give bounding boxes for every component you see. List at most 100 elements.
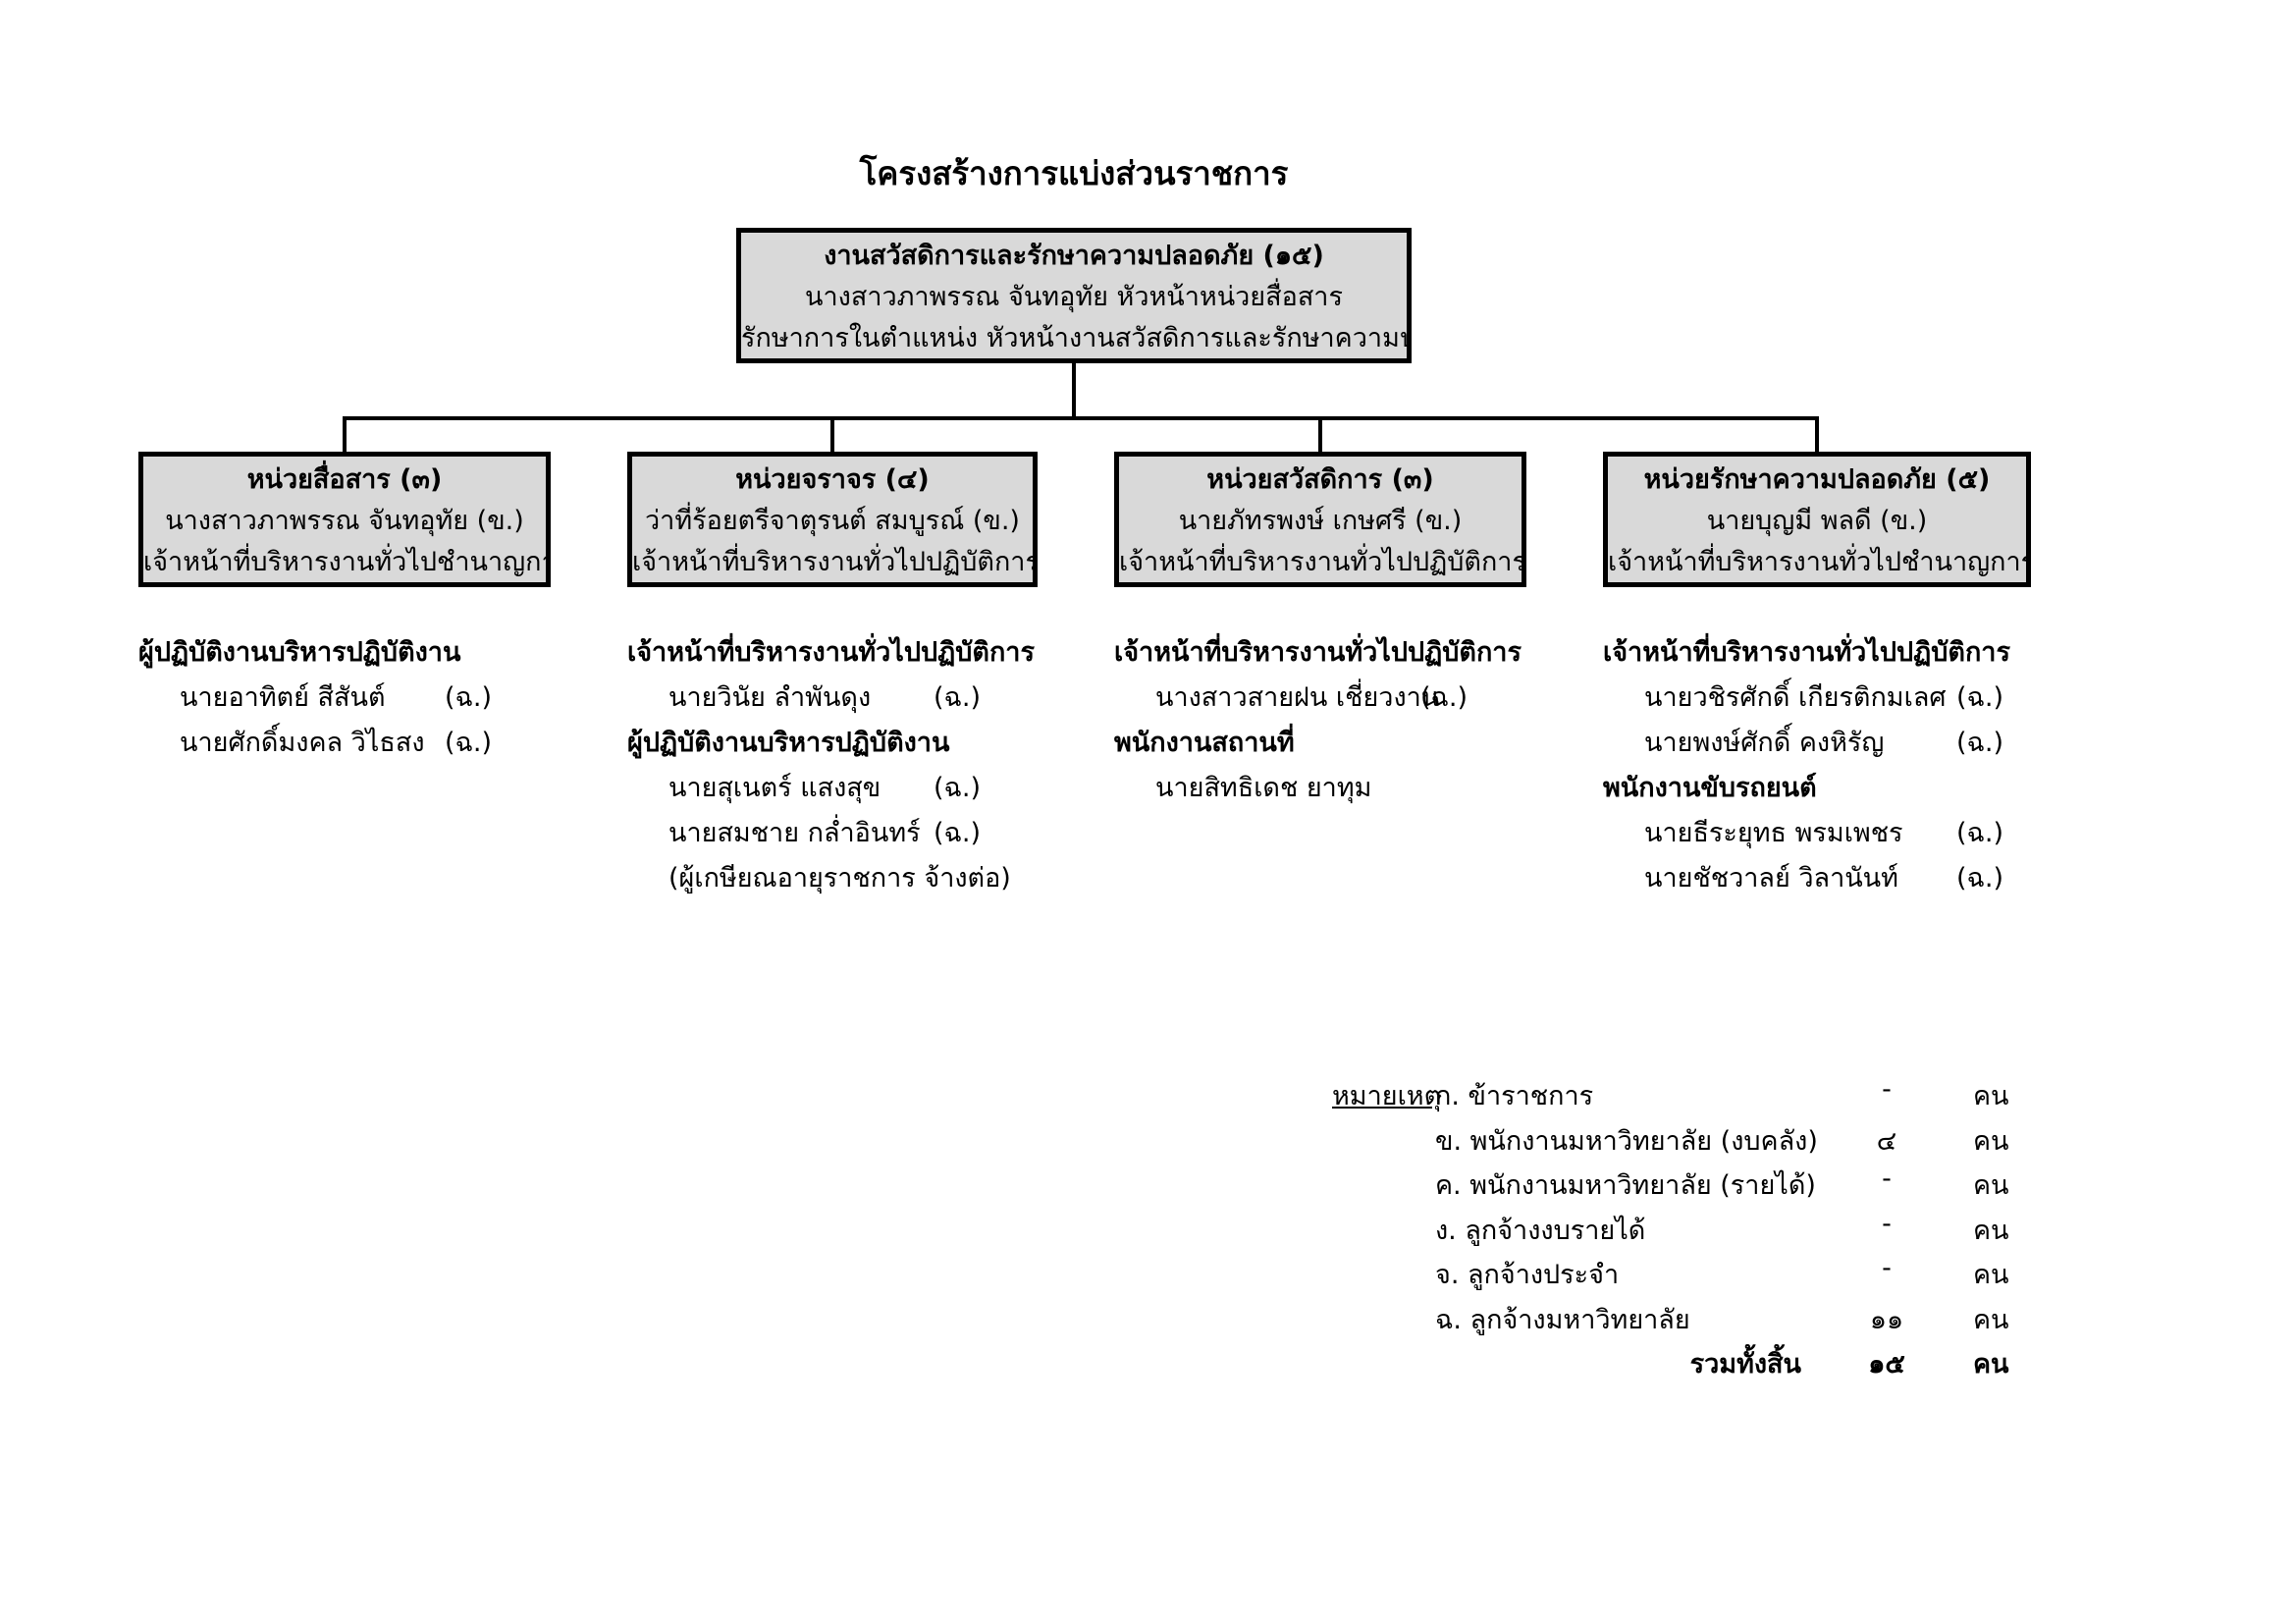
- person-code: (ฉ.): [934, 773, 982, 803]
- person-code: (ฉ.): [934, 682, 982, 713]
- unit-head-name: นายภัทรพงษ์ เกษศรี (ข.): [1178, 506, 1463, 536]
- staff-group-heading: เจ้าหน้าที่บริหารงานทั่วไปปฏิบัติการ: [1114, 630, 1566, 676]
- staff-row: นายศักดิ์มงคล วิไธสง (ฉ.): [138, 721, 590, 766]
- notes-row-value: ๑๑: [1869, 1304, 1904, 1335]
- person-code: (ฉ.): [445, 728, 493, 758]
- person-code: (ฉ.): [445, 682, 493, 713]
- staff-list-traffic: เจ้าหน้าที่บริหารงานทั่วไปปฏิบัติการ นาย…: [627, 630, 1079, 901]
- notes-total-unit: คน: [1973, 1349, 2009, 1380]
- staff-row: นายสิทธิเดช ยาทุม: [1114, 766, 1566, 811]
- notes-row-unit: คน: [1973, 1304, 2009, 1335]
- person-name: นายสมชาย กล่ำอินทร์: [668, 818, 921, 848]
- notes-row-unit: คน: [1973, 1215, 2009, 1246]
- unit-head-name: นางสาวภาพรรณ จันทอุทัย (ข.): [165, 506, 524, 536]
- person-name: นายธีระยุทธ พรมเพชร: [1644, 818, 1903, 848]
- staff-group-heading-text: เจ้าหน้าที่บริหารงานทั่วไปปฏิบัติการ: [1603, 637, 2010, 668]
- page-title: โครงสร้างการแบ่งส่วนราชการ: [859, 154, 1289, 192]
- notes-row-unit: คน: [1973, 1260, 2009, 1290]
- staff-group-heading-text: เจ้าหน้าที่บริหารงานทั่วไปปฏิบัติการ: [627, 637, 1035, 668]
- person-name: นางสาวสายฝน เชี่ยวงาน: [1155, 682, 1440, 713]
- notes-row-label: ง. ลูกจ้างงบรายได้: [1435, 1215, 1646, 1246]
- person-name: นายสุเนตร์ แสงสุข: [668, 773, 881, 803]
- notes-row-label: จ. ลูกจ้างประจำ: [1435, 1260, 1620, 1290]
- staff-group-heading-text: เจ้าหน้าที่บริหารงานทั่วไปปฏิบัติการ: [1114, 637, 1522, 668]
- person-code: (ฉ.): [1420, 682, 1468, 713]
- staff-group-heading: พนักงานสถานที่: [1114, 721, 1566, 766]
- notes-row-value: -: [1882, 1253, 1892, 1283]
- person-name: นายสิทธิเดช ยาทุม: [1155, 773, 1372, 803]
- person-code: (ฉ.): [934, 818, 982, 848]
- connector-horizontal-bar: [343, 416, 1819, 420]
- root-unit-box: งานสวัสดิการและรักษาความปลอดภัย (๑๕) นาง…: [736, 228, 1412, 363]
- staff-group-heading-text: ผู้ปฏิบัติงานบริหารปฏิบัติงาน: [627, 728, 950, 758]
- notes-row-unit: คน: [1973, 1125, 2009, 1157]
- notes-row: ง. ลูกจ้างงบรายได้ - คน: [1332, 1209, 2098, 1254]
- staff-row: นายสมชาย กล่ำอินทร์ (ฉ.): [627, 811, 1079, 856]
- root-unit-head-name: นางสาวภาพรรณ จันทอุทัย หัวหน้าหน่วยสื่อส…: [805, 282, 1343, 312]
- person-code: (ฉ.): [1956, 682, 2004, 713]
- staff-row: นายวชิรศักดิ์ เกียรติกมเลศ (ฉ.): [1603, 676, 2064, 721]
- staff-row: นายวินัย ลำพันดุง (ฉ.): [627, 676, 1079, 721]
- unit-title: หน่วยจราจร (๔): [735, 464, 930, 495]
- notes-row-value: -: [1882, 1074, 1892, 1105]
- unit-head-position: เจ้าหน้าที่บริหารงานทั่วไปชำนาญการ: [1608, 547, 2031, 577]
- connector-stub-unit-2: [830, 416, 834, 456]
- unit-box-traffic: หน่วยจราจร (๔) ว่าที่ร้อยตรีจาตุรนต์ สมบ…: [627, 452, 1038, 587]
- notes-row: จ. ลูกจ้างประจำ - คน: [1332, 1253, 2098, 1298]
- staff-row: นายอาทิตย์ สีสันต์ (ฉ.): [138, 676, 590, 721]
- unit-title: หน่วยสวัสดิการ (๓): [1206, 464, 1434, 495]
- notes-total-value: ๑๕: [1868, 1349, 1905, 1380]
- staff-row: นายสุเนตร์ แสงสุข (ฉ.): [627, 766, 1079, 811]
- notes-row-unit: คน: [1973, 1170, 2009, 1201]
- staff-group-heading: ผู้ปฏิบัติงานบริหารปฏิบัติงาน: [138, 630, 590, 676]
- person-name: นายชัชวาลย์ วิลานันท์: [1644, 863, 1898, 893]
- person-name: นายอาทิตย์ สีสันต์: [180, 682, 386, 713]
- unit-head-name: นายบุญมี พลดี (ข.): [1706, 506, 1928, 536]
- staff-row: นางสาวสายฝน เชี่ยวงาน(ฉ.): [1114, 676, 1566, 721]
- staff-list-welfare: เจ้าหน้าที่บริหารงานทั่วไปปฏิบัติการ นาง…: [1114, 630, 1566, 811]
- unit-title: หน่วยรักษาความปลอดภัย (๕): [1643, 464, 1991, 495]
- root-unit-head-position: รักษาการในตำแหน่ง หัวหน้างานสวัสดิการและ…: [741, 323, 1407, 353]
- person-code: (ฉ.): [1956, 818, 2004, 848]
- staff-group-heading: พนักงานขับรถยนต์: [1603, 766, 2064, 811]
- person-name: นายวชิรศักดิ์ เกียรติกมเลศ: [1644, 682, 1947, 713]
- unit-head-position: เจ้าหน้าที่บริหารงานทั่วไปปฏิบัติการ: [1119, 547, 1526, 577]
- person-code: (ฉ.): [1956, 728, 2004, 758]
- unit-head-position: เจ้าหน้าที่บริหารงานทั่วไปชำนาญการ: [143, 547, 551, 577]
- notes-row-value: -: [1882, 1208, 1892, 1239]
- unit-head-position: เจ้าหน้าที่บริหารงานทั่วไปปฏิบัติการ: [632, 547, 1038, 577]
- connector-root-stem: [1072, 361, 1076, 418]
- person-name: นายพงษ์ศักดิ์ คงหิรัญ: [1644, 728, 1885, 758]
- staff-row: นายพงษ์ศักดิ์ คงหิรัญ (ฉ.): [1603, 721, 2064, 766]
- unit-box-communication: หน่วยสื่อสาร (๓) นางสาวภาพรรณ จันทอุทัย …: [138, 452, 551, 587]
- staff-list-communication: ผู้ปฏิบัติงานบริหารปฏิบัติงาน นายอาทิตย์…: [138, 630, 590, 766]
- person-name: นายศักดิ์มงคล วิไธสง: [180, 728, 425, 758]
- staff-group-heading-text: ผู้ปฏิบัติงานบริหารปฏิบัติงาน: [138, 637, 461, 668]
- unit-box-security: หน่วยรักษาความปลอดภัย (๕) นายบุญมี พลดี …: [1603, 452, 2031, 587]
- staff-group-heading: เจ้าหน้าที่บริหารงานทั่วไปปฏิบัติการ: [627, 630, 1079, 676]
- notes-row: ก. ข้าราชการ - คน: [1332, 1074, 2098, 1119]
- unit-head-name: ว่าที่ร้อยตรีจาตุรนต์ สมบูรณ์ (ข.): [645, 506, 1020, 536]
- staff-note-row: (ผู้เกษียณอายุราชการ จ้างต่อ): [627, 856, 1079, 901]
- staff-group-heading-text: พนักงานขับรถยนต์: [1603, 773, 1817, 803]
- notes-block: หมายเหตุ ก. ข้าราชการ - คน ข. พนักงานมหา…: [1332, 1074, 2098, 1387]
- root-unit-title: งานสวัสดิการและรักษาความปลอดภัย (๑๕): [824, 241, 1324, 271]
- unit-title: หน่วยสื่อสาร (๓): [246, 464, 443, 495]
- notes-row: ค. พนักงานมหาวิทยาลัย (รายได้) - คน: [1332, 1164, 2098, 1209]
- unit-box-welfare: หน่วยสวัสดิการ (๓) นายภัทรพงษ์ เกษศรี (ข…: [1114, 452, 1526, 587]
- staff-row: นายธีระยุทธ พรมเพชร (ฉ.): [1603, 811, 2064, 856]
- connector-stub-unit-1: [343, 416, 347, 456]
- notes-row-label: ค. พนักงานมหาวิทยาลัย (รายได้): [1435, 1170, 1816, 1201]
- notes-row-value: -: [1882, 1164, 1892, 1194]
- notes-total-label: รวมทั้งสิ้น: [1689, 1349, 1801, 1380]
- notes-row: ข. พนักงานมหาวิทยาลัย (งบคลัง) ๔ คน: [1332, 1119, 2098, 1164]
- notes-row-value: ๔: [1876, 1125, 1897, 1157]
- notes-label: หมายเหตุ: [1332, 1081, 1442, 1111]
- person-name: นายวินัย ลำพันดุง: [668, 682, 872, 713]
- staff-list-security: เจ้าหน้าที่บริหารงานทั่วไปปฏิบัติการ นาย…: [1603, 630, 2064, 901]
- notes-row-label: ก. ข้าราชการ: [1435, 1081, 1594, 1111]
- connector-stub-unit-4: [1815, 416, 1819, 456]
- notes-row-label: ข. พนักงานมหาวิทยาลัย (งบคลัง): [1435, 1125, 1818, 1157]
- notes-total-row: รวมทั้งสิ้น ๑๕ คน: [1332, 1342, 2098, 1387]
